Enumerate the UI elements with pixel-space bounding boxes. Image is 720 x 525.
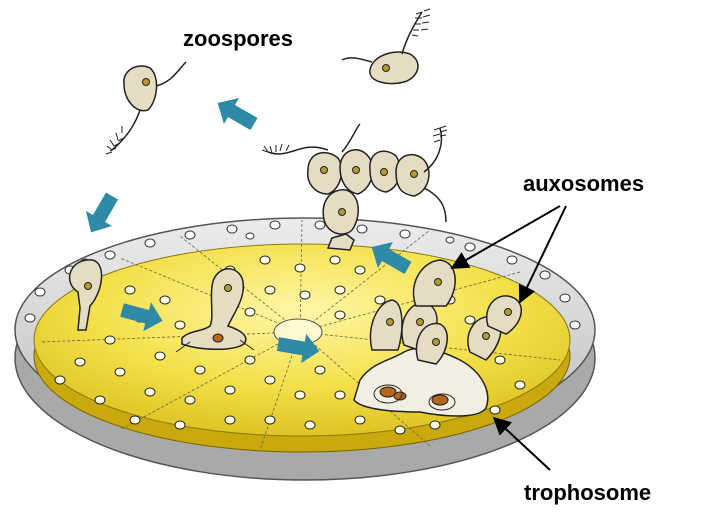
black-pointer-arrow-icon xyxy=(450,205,561,269)
settled-zoospore-cell xyxy=(68,259,103,331)
zoospore-right xyxy=(341,8,431,85)
label-pointers xyxy=(450,205,567,471)
teal-flow-arrow-icon xyxy=(276,333,320,364)
germinating-cell xyxy=(175,268,255,353)
teal-flow-arrow-icon xyxy=(217,98,258,131)
teal-flow-arrow-icon xyxy=(86,192,119,233)
teal-flow-arrow-icon xyxy=(120,302,163,332)
trophosome-label: trophosome xyxy=(524,480,651,505)
trophosome-colony xyxy=(353,259,523,417)
zoospore-left xyxy=(105,61,187,155)
flow-arrows xyxy=(86,98,412,364)
auxosomes-label: auxosomes xyxy=(523,171,644,196)
black-pointer-arrow-icon xyxy=(518,205,567,304)
teal-flow-arrow-icon xyxy=(371,242,412,275)
zoospores-label: zoospores xyxy=(183,26,293,51)
black-pointer-arrow-icon xyxy=(492,416,551,471)
sporangium-chain xyxy=(261,123,448,251)
